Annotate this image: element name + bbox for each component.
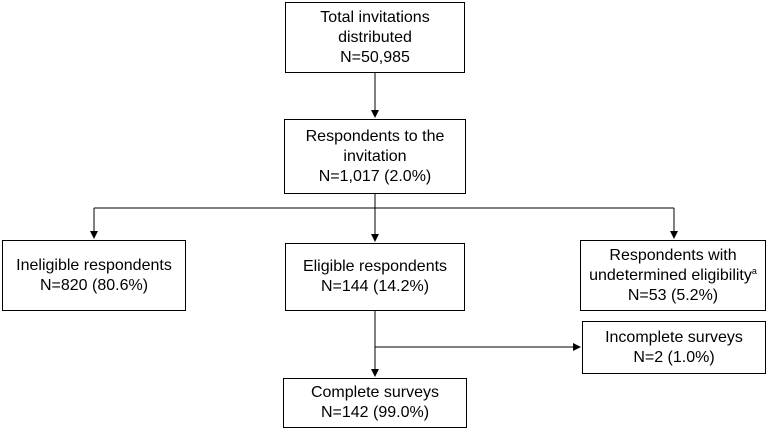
box-total-line2: distributed bbox=[338, 28, 412, 46]
box-undetermined-count: N=53 (5.2%) bbox=[627, 286, 719, 304]
box-undetermined-line2-text: undetermined eligibility bbox=[589, 266, 752, 284]
box-total-line1: Total invitations bbox=[320, 8, 430, 26]
box-total-count: N=50,985 bbox=[340, 48, 410, 66]
box-respondents: Respondents to the invitation N=1,017 (2… bbox=[284, 119, 466, 194]
footnote-marker: a bbox=[751, 265, 757, 276]
box-total-invitations: Total invitations distributed N=50,985 bbox=[285, 2, 465, 73]
box-complete-count: N=142 (99.0%) bbox=[320, 404, 430, 421]
box-ineligible-line1: Ineligible respondents bbox=[16, 256, 172, 274]
box-undetermined: Respondents with undetermined eligibilit… bbox=[580, 240, 766, 311]
box-eligible-count: N=144 (14.2%) bbox=[320, 278, 430, 295]
box-incomplete: Incomplete surveys N=2 (1.0%) bbox=[582, 321, 766, 374]
box-eligible: Eligible respondents N=144 (14.2%) bbox=[285, 243, 465, 311]
box-undetermined-line1: Respondents with bbox=[609, 246, 737, 264]
box-incomplete-count: N=2 (1.0%) bbox=[633, 348, 715, 366]
box-complete: Complete surveys N=142 (99.0%) bbox=[283, 378, 467, 428]
box-respondents-count: N=1,017 (2.0%) bbox=[318, 167, 432, 185]
box-respondents-line2: invitation bbox=[343, 147, 407, 165]
box-incomplete-line1: Incomplete surveys bbox=[605, 328, 743, 346]
box-complete-line1: Complete surveys bbox=[310, 384, 440, 401]
box-undetermined-line2: undetermined eligibilitya bbox=[589, 266, 757, 286]
box-ineligible: Ineligible respondents N=820 (80.6%) bbox=[2, 240, 186, 311]
box-ineligible-count: N=820 (80.6%) bbox=[39, 276, 149, 294]
box-respondents-line1: Respondents to the bbox=[305, 127, 445, 145]
box-eligible-line1: Eligible respondents bbox=[302, 258, 448, 275]
